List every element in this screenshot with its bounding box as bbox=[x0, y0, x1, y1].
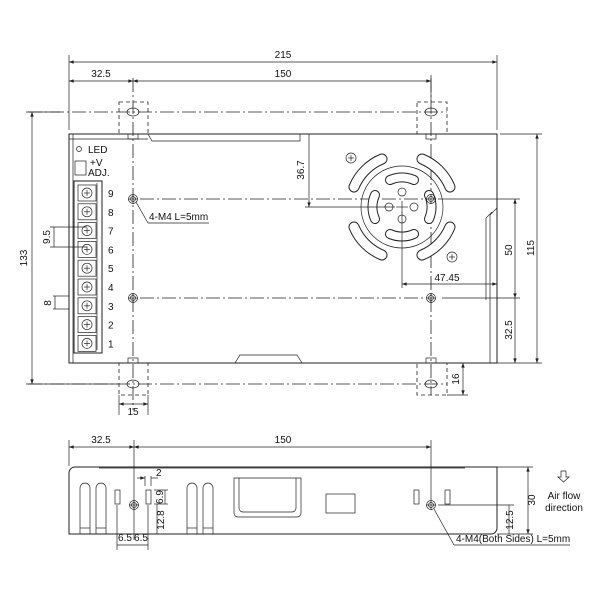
dim-115: 115 bbox=[526, 240, 537, 256]
dim-6-5-right: 6.5 bbox=[134, 533, 148, 544]
dim-30: 30 bbox=[527, 494, 538, 506]
terminal-number: 1 bbox=[108, 339, 114, 350]
terminal-number: 4 bbox=[108, 283, 114, 294]
mount-tab bbox=[416, 101, 448, 135]
dim-8: 8 bbox=[43, 300, 54, 306]
led-indicator-icon bbox=[76, 146, 82, 152]
terminal: 9 bbox=[77, 184, 114, 202]
fan-grille-icon bbox=[348, 153, 456, 261]
terminal: 7 bbox=[77, 222, 114, 239]
terminal-number: 5 bbox=[108, 264, 114, 275]
psu-body-top bbox=[68, 133, 498, 364]
dim-32-5-top: 32.5 bbox=[91, 69, 111, 80]
terminal: 5 bbox=[77, 259, 114, 277]
terminal-block bbox=[73, 180, 103, 354]
dim-6-9: 6.9 bbox=[155, 490, 166, 504]
airflow-arrow-icon bbox=[557, 470, 570, 483]
terminal-screw-icon bbox=[81, 262, 93, 274]
dim-150-side: 150 bbox=[275, 435, 292, 446]
dim-150-top: 150 bbox=[275, 69, 292, 80]
terminal-screw-icon bbox=[81, 206, 93, 218]
screw-hole-icon bbox=[128, 499, 140, 511]
airflow-label-1: Air flow bbox=[548, 491, 582, 502]
dim-32-5-side: 32.5 bbox=[91, 435, 111, 446]
dim-215: 215 bbox=[275, 50, 292, 61]
terminal: 4 bbox=[77, 278, 114, 296]
terminal: 2 bbox=[77, 316, 114, 333]
dim-47-45: 47.45 bbox=[434, 273, 459, 284]
airflow-label-2: direction bbox=[545, 503, 583, 514]
dim-16: 16 bbox=[451, 373, 462, 385]
screw-hole-icon bbox=[425, 292, 437, 304]
dim-15: 15 bbox=[127, 407, 139, 418]
dim-12-5: 12.5 bbox=[505, 510, 516, 530]
screw-note-top: 4-M4 L=5mm bbox=[149, 212, 208, 223]
dim-36-7: 36.7 bbox=[296, 160, 307, 180]
switch-window bbox=[325, 493, 356, 514]
terminal: 1 bbox=[77, 335, 114, 352]
fan-screw-icon bbox=[446, 251, 458, 263]
terminal-number: 3 bbox=[108, 302, 114, 313]
terminal-screw-icon bbox=[81, 187, 93, 199]
terminal: 6 bbox=[77, 241, 114, 258]
dim-50: 50 bbox=[504, 244, 515, 256]
dim-9-5: 9.5 bbox=[42, 230, 53, 244]
mount-tab bbox=[118, 101, 149, 135]
side-view: 32.5 150 2 6.9 12.8 6.5 bbox=[68, 435, 583, 550]
dim-32-5-right: 32.5 bbox=[504, 320, 515, 340]
dim-6-5-left: 6.5 bbox=[118, 533, 132, 544]
psu-body-side bbox=[68, 466, 498, 535]
terminal-number: 2 bbox=[108, 321, 114, 332]
vadj-label-2: ADJ. bbox=[88, 168, 110, 179]
dim-133: 133 bbox=[19, 249, 30, 266]
mount-tab bbox=[416, 362, 448, 396]
top-view: 215 32.5 150 bbox=[19, 50, 542, 418]
terminal-number: 7 bbox=[108, 227, 114, 238]
mount-tab bbox=[118, 362, 149, 396]
terminal: 8 bbox=[77, 203, 114, 221]
screw-hole-icon bbox=[425, 499, 437, 511]
terminal-screw-icon bbox=[81, 281, 93, 293]
screw-hole-icon bbox=[127, 292, 139, 304]
vadj-label-1: +V bbox=[90, 158, 103, 169]
ac-inlet-window bbox=[233, 477, 302, 518]
terminal-number: 9 bbox=[108, 189, 114, 200]
terminal-screw-icon bbox=[81, 300, 93, 312]
terminal-screw-icon bbox=[81, 319, 93, 330]
led-label: LED bbox=[88, 145, 107, 156]
terminal-number: 8 bbox=[108, 208, 114, 219]
fan-screw-icon bbox=[345, 152, 357, 164]
screw-note-side: 4-M4(Both Sides) L=5mm bbox=[456, 534, 570, 545]
terminal-number: 6 bbox=[108, 245, 114, 256]
dim-12-8: 12.8 bbox=[156, 510, 167, 530]
vadj-pot bbox=[74, 160, 87, 176]
dim-2: 2 bbox=[156, 468, 162, 479]
terminal: 3 bbox=[77, 297, 114, 315]
terminal-screw-icon bbox=[81, 244, 93, 255]
terminal-screw-icon bbox=[81, 338, 93, 349]
